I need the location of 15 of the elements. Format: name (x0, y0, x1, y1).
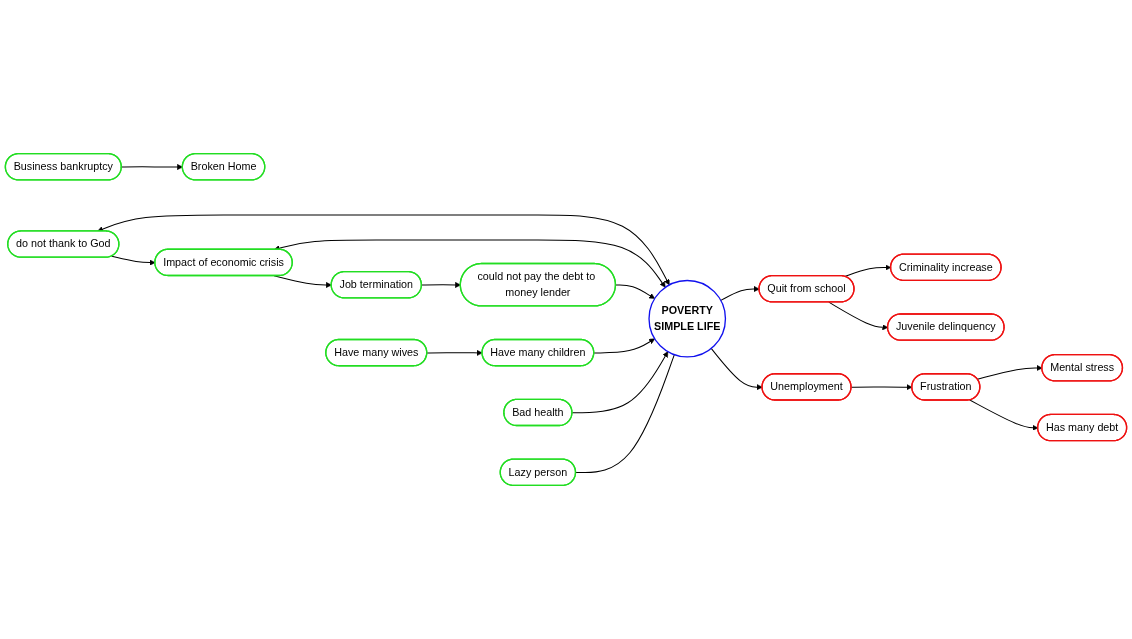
arrow (426, 349, 483, 356)
arrow (121, 164, 183, 170)
node-circle: POVERTY SIMPLE LIFE (648, 279, 727, 358)
arrow (720, 286, 760, 301)
arrow (615, 284, 655, 299)
arrow (421, 282, 461, 288)
arrow (593, 338, 655, 354)
arrow (97, 214, 670, 286)
connector (575, 354, 675, 474)
arrow (844, 264, 892, 277)
arrow (274, 239, 666, 288)
arrow (571, 351, 669, 414)
arrow (710, 347, 763, 391)
arrow (850, 384, 913, 391)
arrow (969, 399, 1039, 431)
